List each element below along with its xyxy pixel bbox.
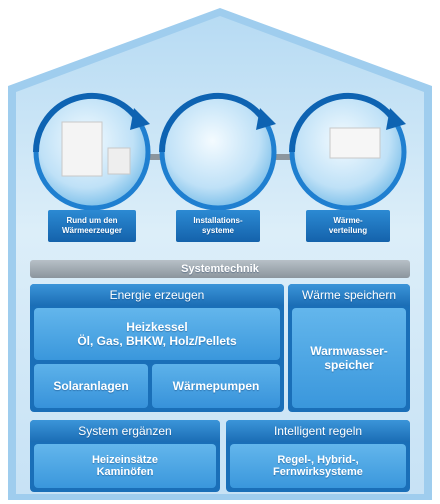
circle-waermeerzeuger — [33, 92, 151, 211]
systemtechnik-label: Systemtechnik — [181, 263, 259, 275]
energie-erzeugen-title: Energie erzeugen — [109, 288, 205, 302]
heizeinsaetze-line2: Kaminöfen — [96, 466, 154, 478]
label-line: Wärme- — [333, 216, 363, 225]
solaranlagen-label: Solaranlagen — [53, 379, 129, 393]
systemtechnik-bar: Systemtechnik — [30, 260, 410, 278]
label-line: verteilung — [328, 226, 368, 235]
system-ergaenzen-header: System ergänzen — [30, 420, 220, 442]
circle-installationssysteme — [159, 92, 277, 211]
regelsysteme-box: Regel-, Hybrid-, Fernwirksysteme — [230, 444, 406, 488]
waerme-speichern-header: Wärme speichern — [288, 284, 410, 306]
warmwasserspeicher-line1: Warmwasser- — [310, 344, 388, 358]
waermepumpen-box: Wärmepumpen — [152, 364, 280, 408]
intelligent-regeln-header: Intelligent regeln — [226, 420, 410, 442]
warmwasserspeicher-line2: speicher — [324, 358, 374, 372]
heizeinsaetze-line1: Heizeinsätze — [91, 454, 159, 466]
system-ergaenzen-title: System ergänzen — [78, 424, 172, 438]
waermepumpen-label: Wärmepumpen — [172, 379, 260, 393]
regelsysteme-line1: Regel-, Hybrid-, — [277, 454, 359, 466]
label-waermeverteilung: Wärme- verteilung — [306, 210, 390, 242]
label-waermeerzeuger: Rund um den Wärmeerzeuger — [48, 210, 136, 242]
solaranlagen-box: Solaranlagen — [34, 364, 148, 408]
heizkessel-sub: Öl, Gas, BHKW, Holz/Pellets — [77, 334, 237, 348]
label-line: Wärmeerzeuger — [61, 226, 123, 235]
waerme-speichern-title: Wärme speichern — [301, 288, 397, 302]
warmwasserspeicher-box: Warmwasser- speicher — [292, 308, 406, 408]
circle-waermeverteilung — [289, 92, 407, 211]
energie-erzeugen-header: Energie erzeugen — [30, 284, 284, 306]
label-line: systeme — [201, 226, 235, 235]
intelligent-regeln-title: Intelligent regeln — [273, 424, 363, 438]
heizeinsaetze-box: Heizeinsätze Kaminöfen — [34, 444, 216, 488]
label-line: Installations- — [193, 216, 243, 225]
label-line: Rund um den — [66, 216, 118, 225]
regelsysteme-line2: Fernwirksysteme — [273, 466, 363, 478]
heizkessel-box: Heizkessel Öl, Gas, BHKW, Holz/Pellets — [34, 308, 280, 360]
label-installationssysteme: Installations- systeme — [176, 210, 260, 242]
heizkessel-title: Heizkessel — [126, 320, 188, 334]
